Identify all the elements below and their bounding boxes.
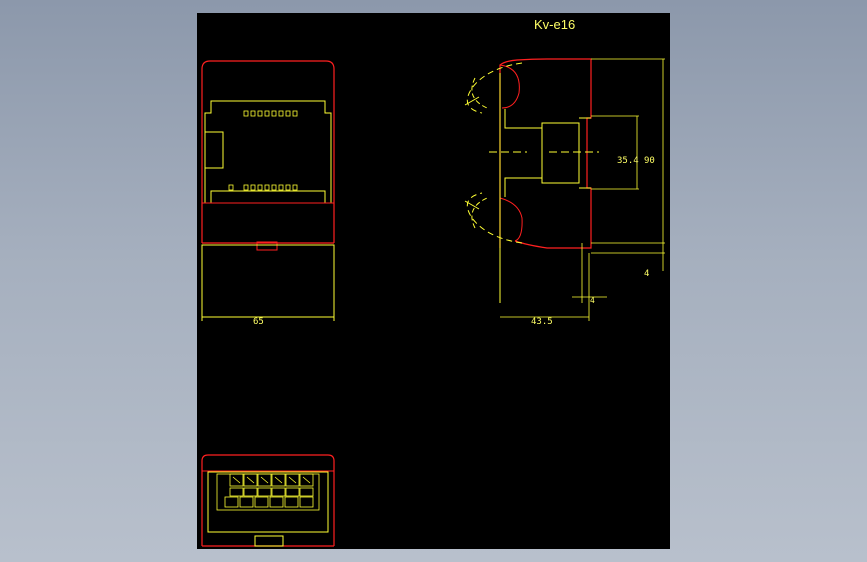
dim-total-height: 90 [644, 156, 655, 166]
cad-drawing: Kv-e16 65 [201, 17, 665, 547]
front-view [201, 60, 335, 321]
side-view [464, 58, 665, 321]
dim-inner-height: 35.4 [617, 156, 639, 166]
terminal-view [201, 454, 335, 547]
dim-front-width: 65 [253, 317, 264, 327]
led-row-top [243, 110, 298, 117]
drawing-canvas[interactable]: Kv-e16 65 [197, 13, 670, 549]
led-row-bottom [228, 184, 298, 191]
dim-side-depth: 43.5 [531, 317, 553, 327]
terminal-blocks [224, 473, 314, 508]
drawing-title: Kv-e16 [534, 17, 575, 32]
dim-rail-gap: 4 [590, 296, 595, 305]
dim-rail-offset: 4 [644, 269, 649, 279]
